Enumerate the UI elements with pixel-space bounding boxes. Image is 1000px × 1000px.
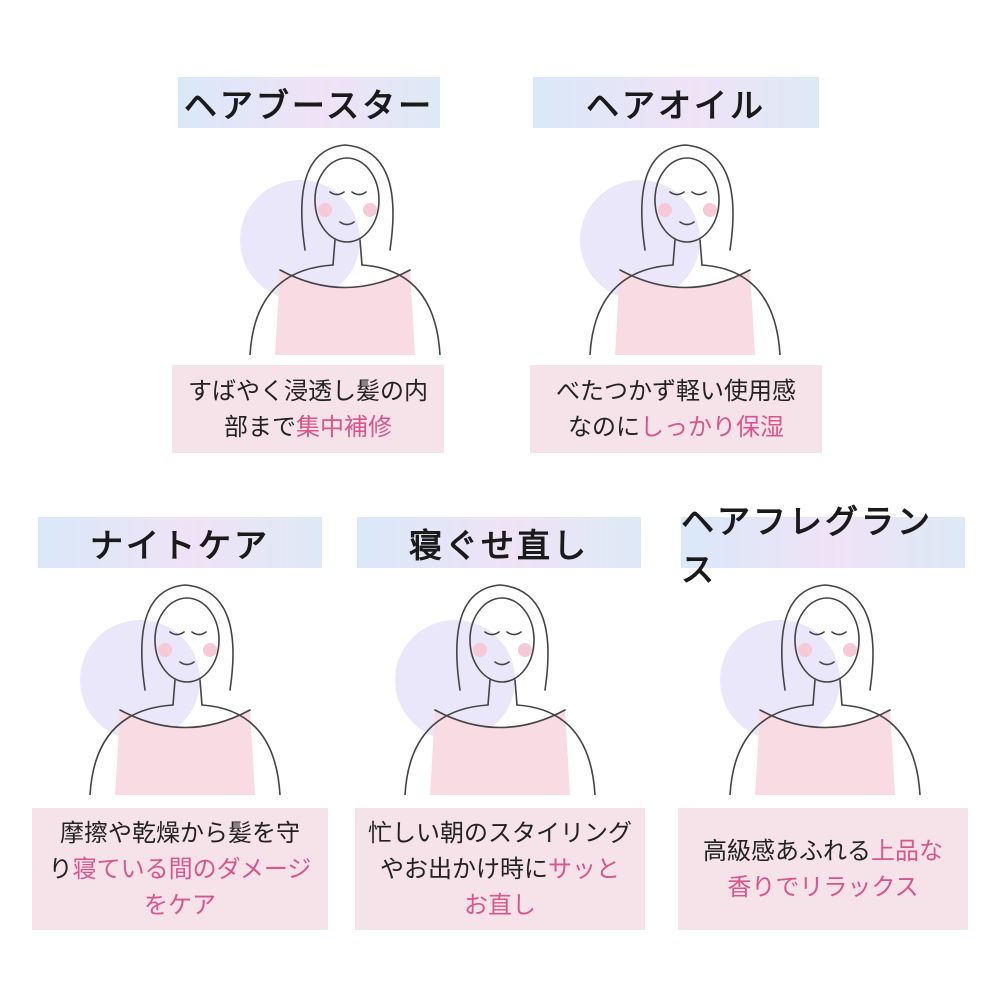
description-line: すばやく浸透し髪の内	[188, 373, 428, 409]
highlight-text: 香りでリラックス	[727, 873, 919, 901]
tank-top	[275, 270, 415, 355]
description-line: 香りでリラックス	[727, 869, 918, 905]
description-box: べたつかず軽い使用感なのにしっかり保湿	[530, 365, 822, 453]
description-text: べたつかず軽い使用感	[556, 377, 796, 405]
woman-illustration	[220, 130, 470, 359]
section-title: 寝ぐせ直し	[357, 517, 641, 568]
highlight-text: しっかり保湿	[640, 413, 784, 441]
description-text: 部まで	[224, 413, 296, 441]
section-title: ヘアフレグランス	[681, 502, 965, 589]
description-line: お直し	[464, 887, 536, 923]
section-title: ナイトケア	[38, 517, 322, 568]
highlight-text: お直し	[464, 891, 536, 919]
description-line: り寝ている間のダメージ	[49, 851, 312, 887]
section-title: ヘアブースター	[178, 77, 440, 128]
description-line: 摩擦や乾燥から髪を守	[60, 815, 300, 851]
description-line: やお出かけ時にサッと	[380, 851, 620, 887]
tank-top	[115, 710, 255, 795]
description-text: すばやく浸透し髪の内	[188, 377, 428, 405]
description-box: 忙しい朝のスタイリングやお出かけ時にサッとお直し	[355, 808, 645, 930]
description-text: 忙しい朝のスタイリング	[368, 819, 632, 847]
description-line: なのにしっかり保湿	[568, 409, 784, 445]
woman-illustration	[700, 570, 950, 799]
description-line: 部まで集中補修	[224, 409, 392, 445]
tank-top	[430, 710, 570, 795]
highlight-text: サッと	[548, 855, 620, 883]
description-line: をケア	[144, 887, 216, 923]
description-text: やお出かけ時に	[380, 855, 548, 883]
description-text: 高級感あふれる	[703, 837, 871, 865]
description-box: すばやく浸透し髪の内部まで集中補修	[172, 365, 444, 453]
section-title: ヘアオイル	[533, 77, 819, 128]
woman-illustration	[375, 570, 625, 799]
description-text: なのに	[568, 413, 640, 441]
woman-illustration	[60, 570, 310, 799]
highlight-text: をケア	[144, 891, 216, 919]
tank-top	[755, 710, 895, 795]
description-box: 摩擦や乾燥から髪を守り寝ている間のダメージをケア	[32, 808, 328, 930]
description-line: 忙しい朝のスタイリング	[368, 815, 632, 851]
highlight-text: 集中補修	[296, 413, 392, 441]
description-line: べたつかず軽い使用感	[556, 373, 796, 409]
description-text: 摩擦や乾燥から髪を守	[60, 819, 300, 847]
highlight-text: 寝ている間のダメージ	[72, 855, 312, 883]
description-line: 高級感あふれる上品な	[703, 833, 943, 869]
highlight-text: 上品な	[871, 837, 943, 865]
woman-illustration	[560, 130, 810, 359]
description-text: り	[48, 855, 73, 883]
tank-top	[615, 270, 755, 355]
description-box: 高級感あふれる上品な香りでリラックス	[678, 808, 968, 930]
